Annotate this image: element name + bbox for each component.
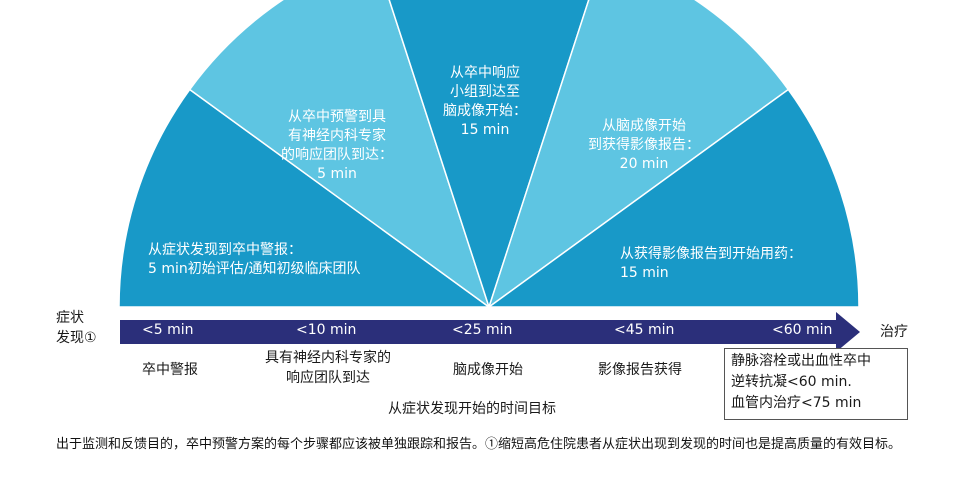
segment-1-text: 从症状发现到卒中警报：5 min初始评估/通知初级临床团队 (148, 242, 361, 277)
segment-5-text: 从获得影像报告到开始用药：15 min (620, 246, 802, 281)
segment-4-text: 从脑成像开始到获得影像报告： 20 min (588, 118, 700, 172)
target-label-5min: <5 min (142, 322, 194, 338)
target-label-60min: <60 min (772, 322, 833, 338)
step-label-report: 影像报告获得 (598, 362, 682, 378)
end-label: 治疗 (880, 324, 908, 340)
target-label-10min: <10 min (296, 322, 357, 338)
fan-segment-3 (388, 0, 590, 310)
segment-2-text: 从卒中预警到具有神经内科专家 的响应团队到达：5 min (281, 109, 393, 182)
step-label-alert: 卒中警报 (142, 362, 198, 378)
fan-segment-4 (487, 0, 790, 309)
target-label-45min: <45 min (614, 322, 675, 338)
target-label-25min: <25 min (452, 322, 513, 338)
start-label: 症状 发现① (56, 310, 97, 346)
fan-segment-1 (118, 88, 492, 308)
segment-3-text: 从卒中响应小组到达至 脑成像开始：15 min (443, 65, 527, 138)
timeline-arrow-head (836, 312, 860, 352)
step-label-team-arrival: 具有神经内科专家的响应团队到达 (265, 350, 391, 386)
footnote: 出于监测和反馈目的，卒中预警方案的每个步骤都应该被单独跟踪和报告。①缩短高危住院… (56, 437, 902, 452)
axis-caption: 从症状发现开始的时间目标 (388, 401, 556, 417)
step-label-imaging-start: 脑成像开始 (453, 362, 523, 378)
timeline-arrow-shaft (120, 320, 838, 344)
treatment-targets-box: 静脉溶栓或出血性卒中 逆转抗凝<60 min. 血管内治疗<75 min (724, 348, 908, 420)
fan-segment-5 (486, 88, 860, 308)
